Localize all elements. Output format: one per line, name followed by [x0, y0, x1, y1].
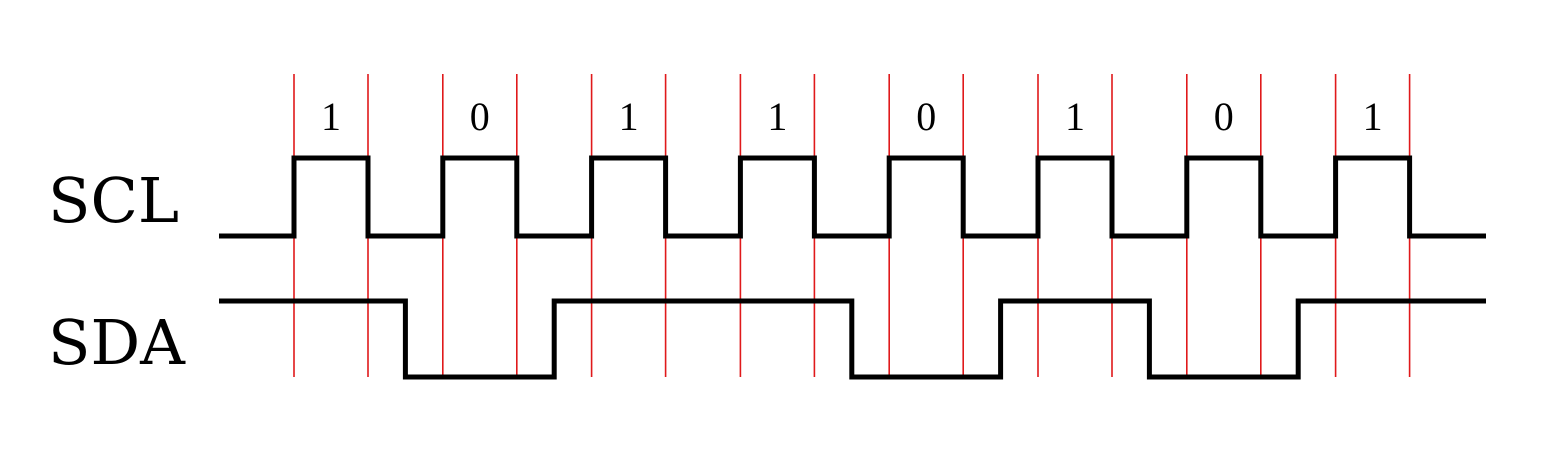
scl-label: SCL	[48, 164, 179, 237]
sda-label: SDA	[48, 306, 186, 379]
bit-label: 1	[1363, 94, 1383, 139]
bit-label: 1	[619, 94, 639, 139]
bit-label: 0	[1214, 94, 1234, 139]
bit-label: 0	[916, 94, 936, 139]
bit-label: 1	[1065, 94, 1085, 139]
bit-label: 1	[321, 94, 341, 139]
sda-waveform	[219, 298, 1486, 380]
bit-labels: 1 0 1 1 0 1 0 1	[321, 94, 1383, 139]
bit-label: 1	[767, 94, 787, 139]
scl-waveform	[219, 155, 1486, 239]
bit-label: 0	[470, 94, 490, 139]
